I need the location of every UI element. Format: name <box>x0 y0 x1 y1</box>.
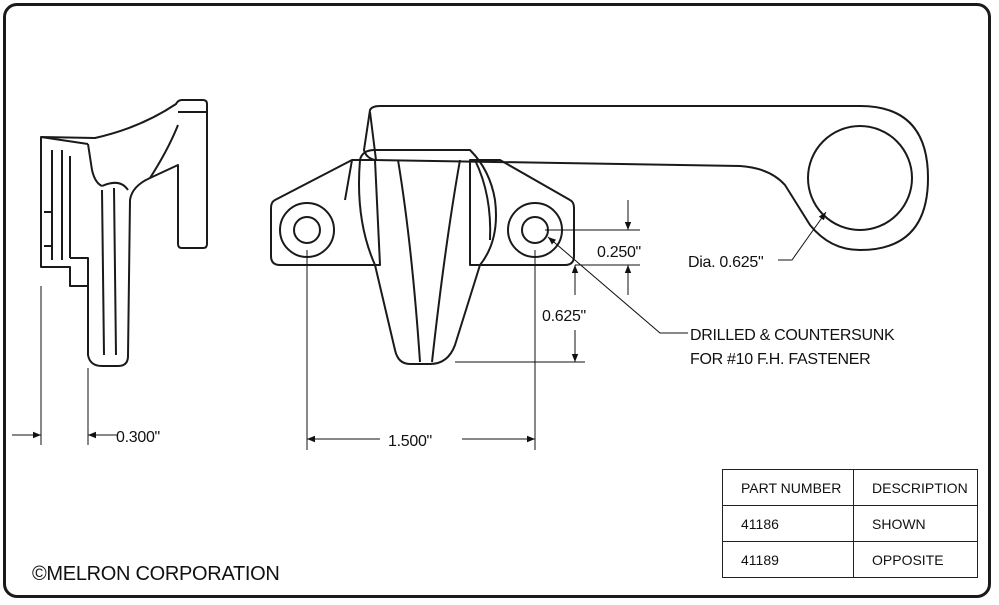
copyright-text: ©MELRON CORPORATION <box>32 563 280 585</box>
drill-note-line2: FOR #10 F.H. FASTENER <box>690 351 870 368</box>
right-hole-inner <box>521 216 549 244</box>
header-part-number: PART NUMBER <box>722 469 854 506</box>
side-view <box>40 99 208 367</box>
row-part-number: 41186 <box>722 505 854 542</box>
dimension-lines <box>12 200 827 450</box>
drawing-border <box>3 3 991 598</box>
table-header-row: PART NUMBER DESCRIPTION <box>722 469 978 506</box>
row-description: SHOWN <box>853 505 978 542</box>
dim-height-250: 0.250" <box>597 244 641 261</box>
dim-width-1500: 1.500" <box>388 433 432 450</box>
table-row: 41186 SHOWN <box>722 505 978 542</box>
lever-arm <box>363 105 929 251</box>
header-description: DESCRIPTION <box>853 469 978 506</box>
row-description: OPPOSITE <box>853 541 978 578</box>
left-hole-inner <box>293 216 321 244</box>
lever-hole <box>807 125 913 231</box>
front-view <box>270 105 929 365</box>
left-hole-outer <box>279 202 335 258</box>
dim-hole-diameter: Dia. 0.625" <box>688 254 763 271</box>
latch-body <box>358 149 497 365</box>
dim-height-625: 0.625" <box>542 308 586 325</box>
dim-width-300: 0.300" <box>116 429 160 446</box>
parts-table: PART NUMBER DESCRIPTION 41186 SHOWN 4118… <box>722 469 978 578</box>
drill-note-line1: DRILLED & COUNTERSUNK <box>690 327 895 344</box>
table-row: 41189 OPPOSITE <box>722 541 978 578</box>
row-part-number: 41189 <box>722 541 854 578</box>
base-plate <box>270 159 381 266</box>
